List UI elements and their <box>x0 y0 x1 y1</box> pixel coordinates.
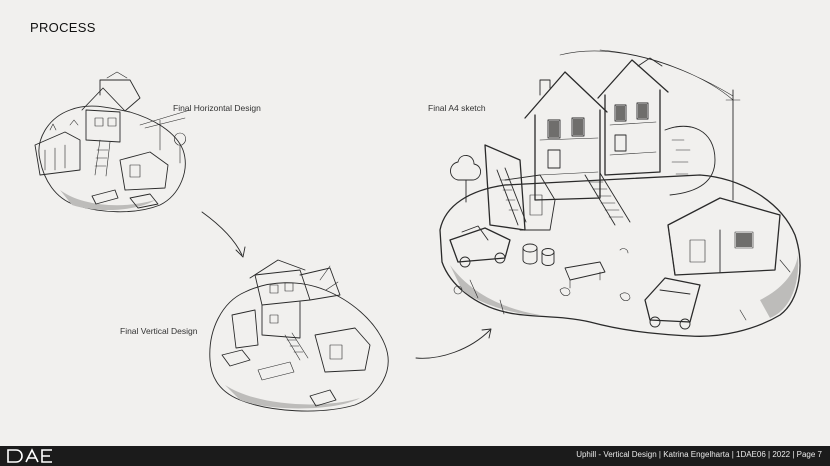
dae-logo <box>7 448 52 463</box>
vertical-design-sketch <box>209 259 389 412</box>
page-title: PROCESS <box>30 20 96 35</box>
caption-vertical-design: Final Vertical Design <box>120 326 198 336</box>
footer-bar: Uphill - Vertical Design | Katrina Engel… <box>0 446 830 466</box>
horizontal-design-sketch <box>34 71 191 213</box>
arrow-horizontal-to-vertical <box>201 211 243 256</box>
arrow-vertical-to-a4 <box>415 329 491 359</box>
footer-credits: Uphill - Vertical Design | Katrina Engel… <box>576 450 822 459</box>
sketch-canvas <box>34 49 801 412</box>
caption-horizontal-design: Final Horizontal Design <box>173 103 261 113</box>
caption-a4-sketch: Final A4 sketch <box>428 103 486 113</box>
a4-sketch <box>439 49 801 337</box>
